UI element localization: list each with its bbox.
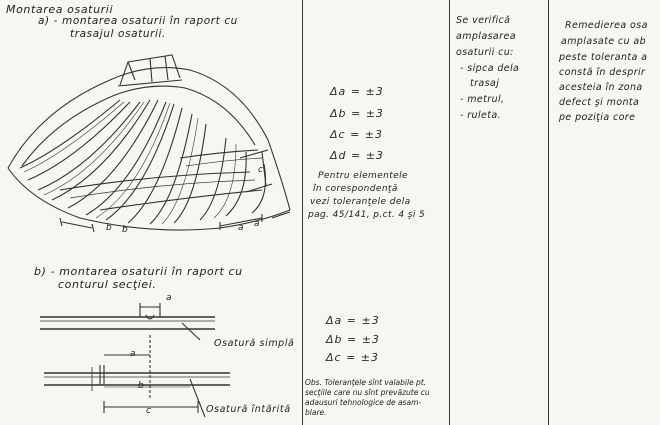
dim-label-b2: b [122, 225, 129, 235]
remedy-line-7: pe poziţia core [559, 112, 636, 123]
check-line-7: - ruleta. [460, 110, 502, 121]
check-line-6: - metrul, [460, 94, 505, 105]
check-line-2: amplasarea [456, 31, 516, 42]
section-label-a-top: a [166, 293, 173, 303]
check-line-5: trasaj [470, 78, 500, 89]
obs-line-4: blare. [305, 408, 327, 417]
reinforced-frame-label: Osatură întărită [206, 404, 291, 415]
frame-assembly-drawing [7, 54, 291, 233]
remedy-line-5: acesteia în zona [559, 82, 643, 93]
remedy-line-4: constă în desprir [559, 67, 646, 78]
column-divider-3 [548, 0, 549, 425]
note-line-4: pag. 45/141, p.ct. 4 şi 5 [308, 210, 426, 220]
check-line-1: Se verifică [456, 15, 511, 26]
dim-label-c: c [258, 165, 264, 175]
obs-line-3: adausuri tehnologice de asam- [305, 398, 422, 407]
part-b-heading-line2: conturul secţiei. [58, 278, 157, 291]
dim-label-a2: a [254, 219, 261, 229]
simple-frame-label: Osatură simplă [214, 338, 295, 349]
frame-section-drawing [40, 303, 230, 418]
section-label-a-mid: a [130, 349, 137, 359]
section-label-c-bottom: c [146, 406, 152, 416]
tolerance-b-b: Δb = ±3 [326, 333, 380, 346]
check-line-4: - sipca dela [460, 63, 520, 74]
tolerance-a: Δa = ±3 [330, 85, 384, 98]
tolerance-b-a: Δa = ±3 [326, 314, 380, 327]
check-line-3: osaturii cu: [456, 47, 514, 58]
remedy-line-6: defect şi monta [559, 97, 640, 108]
dim-label-a1: a [238, 223, 245, 233]
remedy-line-2: amplasate cu ab [561, 36, 647, 47]
tolerance-b-c: Δc = ±3 [326, 351, 379, 364]
dim-label-b1: b [106, 223, 113, 233]
obs-line-2: secţiile care nu sînt prevăzute cu [305, 388, 430, 397]
section-label-b-mid: b [138, 381, 145, 391]
note-line-3: vezi toleranţele dela [310, 197, 411, 207]
note-line-1: Pentru elementele [318, 171, 408, 181]
tolerance-d: Δd = ±3 [330, 149, 384, 162]
part-a-heading-line1: a) - montarea osaturii în raport cu [38, 15, 238, 27]
obs-line-1: Obs. Toleranţele sînt valabile pt. [305, 378, 427, 387]
part-a-heading-line2: trasajul osaturii. [70, 28, 166, 40]
tolerance-c: Δc = ±3 [330, 128, 383, 141]
remedy-line-3: peste toleranta a [559, 52, 648, 63]
column-divider-1 [302, 0, 303, 425]
tolerance-b: Δb = ±3 [330, 107, 384, 120]
remedy-line-1: Remedierea osa [565, 20, 648, 31]
column-divider-2 [449, 0, 450, 425]
section-title: Montarea osaturii [6, 3, 114, 16]
note-line-2: în corespondenţă [313, 184, 398, 194]
part-b-heading-line1: b) - montarea osaturii în raport cu [34, 265, 243, 278]
